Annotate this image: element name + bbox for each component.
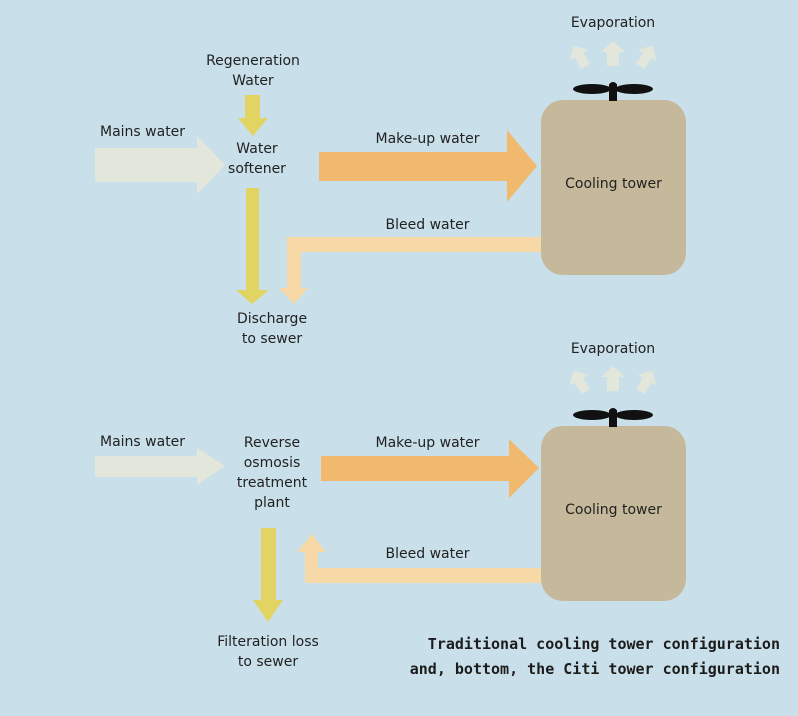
caption-line-2: and, bottom, the Citi tower configuratio… <box>409 660 780 678</box>
top-cooling-tower <box>541 100 686 275</box>
bottom-makeup-label: Make-up water <box>375 435 480 451</box>
top-evaporation-icon <box>569 41 657 70</box>
bottom-ro-label-4: plant <box>254 495 290 511</box>
top-evaporation-label: Evaporation <box>570 15 656 31</box>
top-softener-label-1: Water <box>236 141 278 157</box>
top-regen-label-2: Water <box>232 73 274 89</box>
bottom-ro-label-1: Reverse <box>243 435 301 451</box>
bottom-tower-label: Cooling tower <box>565 502 662 518</box>
bottom-bleed-label: Bleed water <box>385 546 470 562</box>
top-makeup-arrow <box>319 130 537 202</box>
figure-caption: Traditional cooling tower configuration … <box>410 632 780 682</box>
bottom-cooling-tower <box>541 426 686 601</box>
bottom-filter-arrow <box>253 528 283 622</box>
top-mains-arrow <box>95 136 225 194</box>
bottom-evaporation-icon <box>569 366 657 395</box>
bottom-fan-icon <box>573 408 653 427</box>
bottom-filter-label-2: to sewer <box>237 654 299 670</box>
bottom-mains-arrow <box>95 448 225 485</box>
top-softener-label-2: softener <box>228 161 286 177</box>
top-bleed-arrow <box>279 237 541 304</box>
bottom-filter-label-1: Filteration loss <box>217 634 319 650</box>
bottom-ro-label-3: treatment <box>236 475 308 491</box>
top-discharge-arrow <box>236 188 269 304</box>
top-mains-label: Mains water <box>100 124 186 140</box>
bottom-bleed-arrow <box>297 534 541 583</box>
top-regen-arrow <box>238 95 268 136</box>
top-regen-label-1: Regeneration <box>206 53 300 69</box>
top-discharge-label-1: Discharge <box>236 311 308 327</box>
top-discharge-label-2: to sewer <box>241 331 303 347</box>
top-tower-label: Cooling tower <box>565 176 662 192</box>
top-makeup-label: Make-up water <box>375 131 480 147</box>
top-bleed-label: Bleed water <box>385 217 470 233</box>
bottom-mains-label: Mains water <box>100 434 186 450</box>
bottom-ro-label-2: osmosis <box>243 455 301 471</box>
caption-line-1: Traditional cooling tower configuration <box>427 635 780 653</box>
bottom-makeup-arrow <box>321 439 539 498</box>
bottom-evaporation-label: Evaporation <box>570 341 656 357</box>
top-fan-icon <box>573 82 653 101</box>
